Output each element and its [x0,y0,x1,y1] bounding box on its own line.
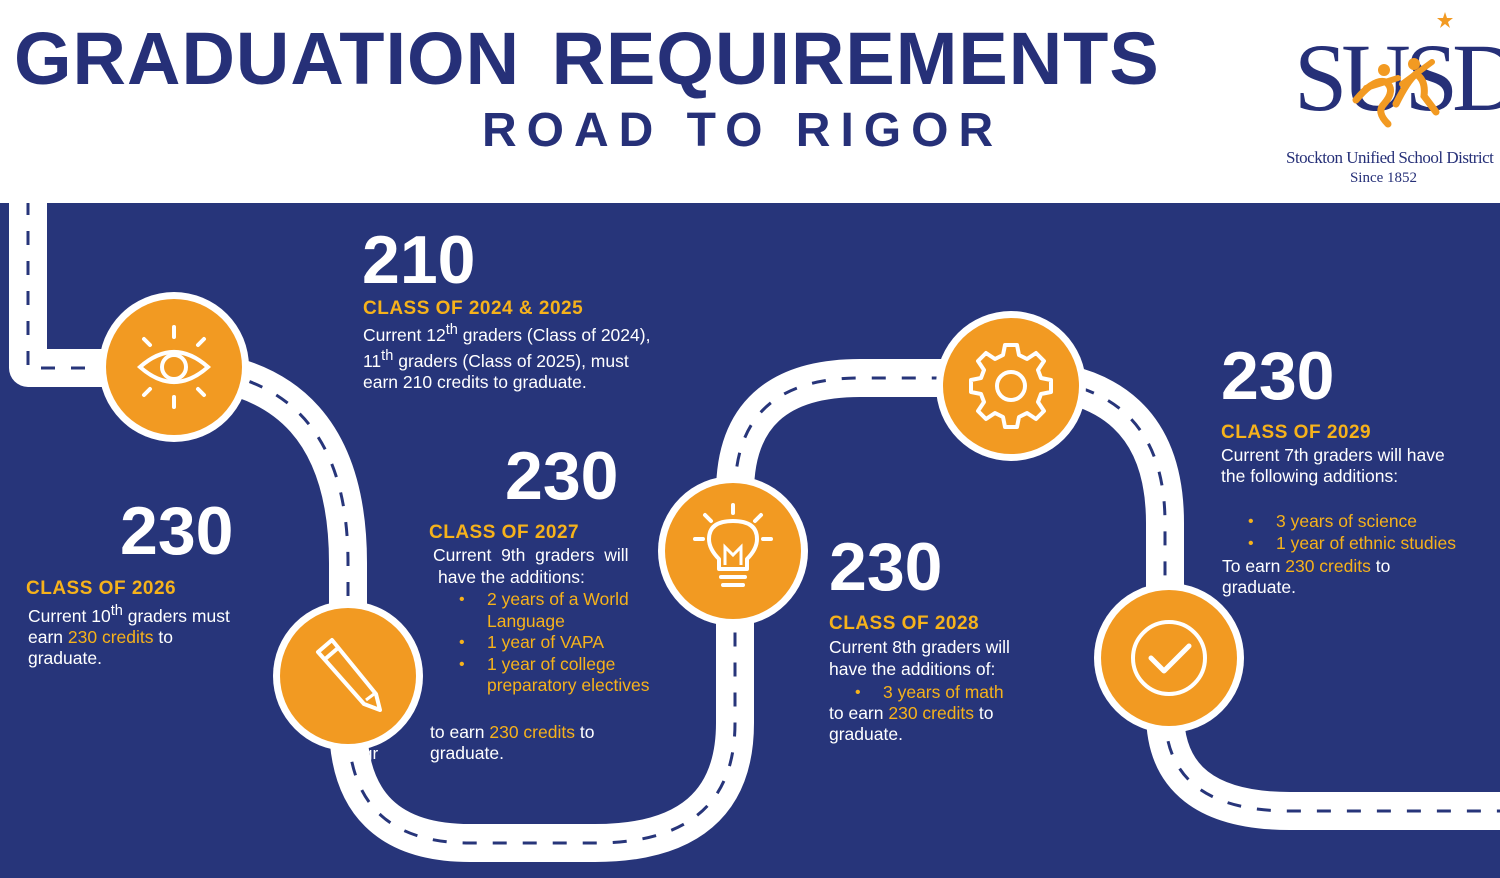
additions-list: 2 years of a World Language 1 year of VA… [459,589,669,697]
milestone-circle-1 [106,299,242,435]
stray-text: gr [363,744,379,763]
class-label: CLASS OF 2028 [829,613,980,634]
credits-number: 230 [120,493,234,569]
class-label: CLASS OF 2029 [1221,422,1372,443]
milestone-intro-2: have the additions: [438,567,585,587]
pencil-icon [316,638,382,712]
credits-number: 210 [362,222,476,298]
eye-icon [136,325,212,409]
addition-item: 1 year of ethnic studies [1248,533,1488,555]
milestone-circle-5 [1101,590,1237,726]
milestone-intro: Current 7th graders will have the follow… [1221,445,1445,486]
addition-item: 3 years of math [855,682,1075,704]
milestone-circle-4 [943,318,1079,454]
addition-item: 2 years of a World Language [459,589,669,632]
header: GRADUATION REQUIREMENTS ROAD TO RIGOR SU… [0,0,1500,203]
class-label: CLASS OF 2026 [26,578,177,599]
class-label: CLASS OF 2027 [429,522,580,543]
additions-list: 3 years of math [855,682,1075,704]
logo-figures-icon [1352,12,1453,128]
milestone-intro: Current 9th graders will [433,545,629,565]
checkmark-icon [1131,620,1207,696]
addition-item: 1 year of college preparatory electives [459,654,669,697]
milestone-intro-2: have the additions of: [829,659,996,679]
additions-list: 3 years of science 1 year of ethnic stud… [1248,511,1488,554]
page-subtitle: ROAD TO RIGOR [482,104,1004,157]
susd-logo: SUSD Stockton Unified School District Si… [1286,8,1500,193]
logo-since: Since 1852 [1349,170,1418,186]
milestone-circle-2 [280,608,416,744]
milestone-description: Current 12th graders (Class of 2024), 11… [363,322,651,392]
credits-number: 230 [1221,338,1335,414]
page-title: GRADUATION REQUIREMENTS [14,17,1160,100]
credits-number: 230 [829,529,943,605]
class-label: CLASS OF 2024 & 2025 [363,298,584,319]
addition-item: 1 year of VAPA [459,632,669,654]
milestone-circle-3 [665,483,801,619]
addition-item: 3 years of science [1248,511,1488,533]
lightbulb-icon [693,503,773,587]
gear-icon [969,343,1053,429]
credits-number: 230 [505,438,619,514]
logo-district-name: Stockton Unified School District [1286,148,1494,167]
road-path [9,203,1500,862]
milestone-intro: Current 8th graders will [829,637,1010,657]
